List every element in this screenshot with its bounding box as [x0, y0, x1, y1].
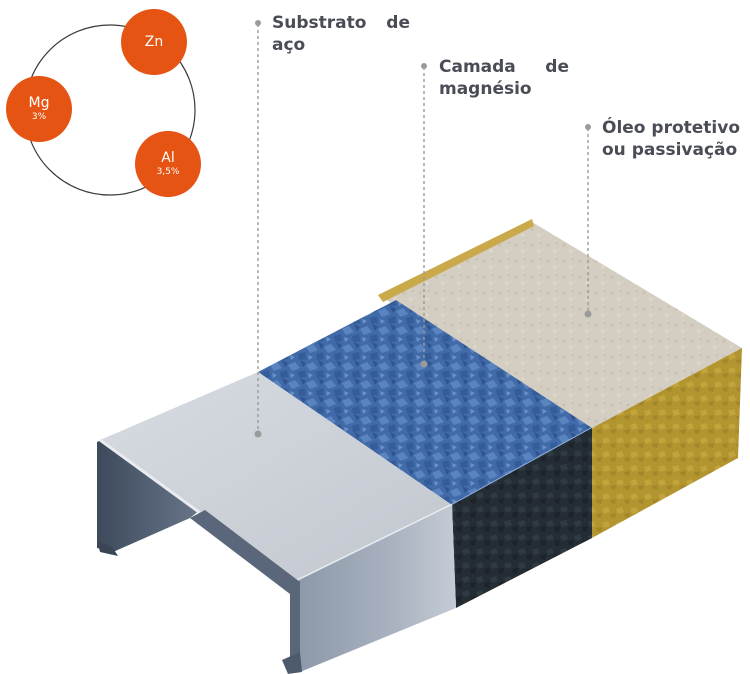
aluminum-element-circle: Al 3,5% [135, 131, 201, 197]
substrate-label: Substrato de aço [272, 12, 410, 56]
magnesium-percent: 3% [31, 112, 47, 122]
zinc-element-circle: Zn [121, 9, 187, 75]
substrate-label-line2: aço [272, 35, 306, 55]
oil-layer-label: Óleo protetivo ou passivação [602, 117, 747, 161]
magnesium-symbol: Mg [28, 95, 50, 111]
substrate-label-line1: Substrato de [272, 13, 410, 33]
leader-lines [254, 20, 592, 438]
substrate-leader-dot-bottom [254, 430, 262, 438]
magnesium-label-line1: Camada de [439, 57, 569, 77]
oil-label-line1: Óleo protetivo [602, 118, 741, 138]
magnesium-layer-label: Camada de magnésio [439, 56, 569, 100]
substrate-leader-dot-top [255, 20, 261, 26]
steel-substrate-layer [97, 372, 456, 674]
magnesium-element-circle: Mg 3% [6, 76, 72, 142]
zinc-symbol: Zn [144, 34, 164, 50]
aluminum-symbol: Al [161, 150, 175, 166]
magnesium-layer [258, 300, 593, 608]
oil-label-line2: ou passivação [602, 140, 738, 160]
magnesium-leader-dot-top [421, 63, 427, 69]
oil-leader-dot-top [585, 124, 591, 130]
aluminum-percent: 3,5% [156, 167, 180, 177]
magnesium-leader-dot-bottom [420, 360, 428, 368]
magnesium-label-line2: magnésio [439, 79, 532, 99]
oil-leader-dot-bottom [584, 310, 592, 318]
